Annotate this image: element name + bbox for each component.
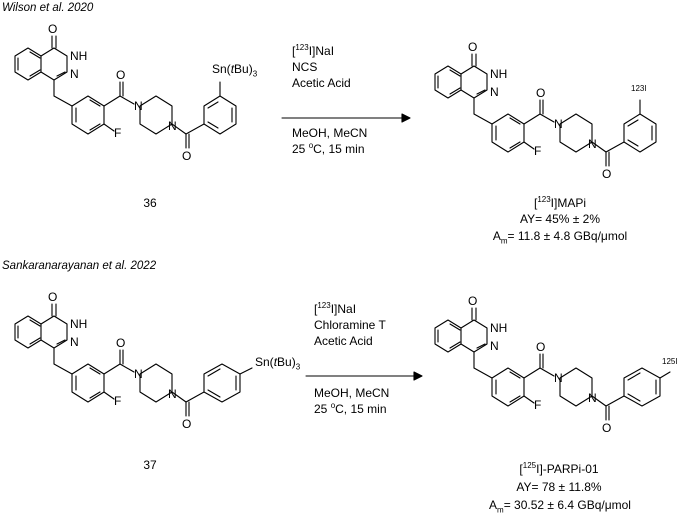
citation-scheme2: Sankaranarayanan et al. 2022 (2, 260, 157, 272)
atom-O: O (602, 421, 611, 435)
atom-N: N (70, 67, 79, 81)
product-name-2: [125I]-PARPi-01 (519, 461, 599, 477)
atom-N: N (168, 387, 177, 401)
product-name-1: [123I]MAPi (533, 195, 587, 211)
atom-O: O (182, 417, 191, 431)
reagent-1-2: NCS (292, 60, 318, 74)
atom-N: N (70, 335, 79, 349)
reagent-2-3: Acetic Acid (314, 334, 373, 348)
citation-scheme1: Wilson et al. 2020 (2, 2, 94, 14)
atom-F: F (114, 394, 121, 408)
stannyl-group-37: Sn(tBu)3 (255, 355, 301, 372)
condition-1-2: 25 oC, 15 min (292, 141, 365, 157)
atom-N: N (554, 117, 563, 131)
atom-O: O (48, 22, 57, 36)
atom-O: O (468, 294, 477, 308)
atom-N: N (134, 367, 143, 381)
stannyl-group-36: Sn(tBu)3 (212, 62, 258, 79)
atom-N: N (134, 99, 143, 113)
atom-NH: NH (490, 67, 507, 81)
precursor-36 (14, 35, 237, 149)
atom-F: F (114, 126, 121, 140)
atom-NH: NH (70, 317, 87, 331)
reagent-1-3: Acetic Acid (292, 76, 351, 90)
iodine-label-123: 123I (631, 84, 647, 93)
atom-N: N (588, 391, 597, 405)
precursor-37 (14, 303, 253, 417)
atom-N: N (554, 371, 563, 385)
atom-O: O (468, 40, 477, 54)
arrowhead-1 (401, 113, 411, 123)
atom-F: F (534, 398, 541, 412)
atom-NH: NH (490, 321, 507, 335)
arrowhead-2 (413, 371, 423, 381)
atom-NH: NH (70, 49, 87, 63)
molar-activity-2: Am= 30.52 ± 6.4 GBq/μmol (489, 498, 631, 515)
yield-1: AY= 45% ± 2% (519, 212, 601, 226)
atom-O: O (602, 167, 611, 181)
condition-2-2: 25 oC, 15 min (314, 401, 387, 417)
reagent-2-2: Chloramine T (314, 318, 386, 332)
condition-2-1: MeOH, MeCN (314, 386, 390, 400)
compound-label-36: 36 (143, 196, 157, 210)
reagent-1-1: [123I]NaI (292, 43, 335, 59)
atom-O: O (48, 290, 57, 304)
atom-F: F (534, 144, 541, 158)
atom-O: O (116, 336, 125, 350)
atom-O: O (182, 149, 191, 163)
atom-N: N (490, 339, 499, 353)
atom-O: O (116, 68, 125, 82)
molar-activity-1: Am= 11.8 ± 4.8 GBq/μmol (492, 229, 628, 246)
product-125I-PARPi-01 (434, 307, 671, 421)
yield-2: AY= 78 ± 11.8% (516, 480, 602, 494)
compound-label-37: 37 (143, 458, 157, 472)
atom-O: O (536, 86, 545, 100)
product-123I-MAPi (434, 53, 657, 167)
iodine-label-125: 125I (662, 357, 678, 366)
condition-1-1: MeOH, MeCN (292, 126, 368, 140)
atom-N: N (588, 137, 597, 151)
atom-N: N (168, 119, 177, 133)
reagent-2-1: [123I]NaI (314, 301, 357, 317)
atom-N: N (490, 85, 499, 99)
atom-O: O (536, 340, 545, 354)
